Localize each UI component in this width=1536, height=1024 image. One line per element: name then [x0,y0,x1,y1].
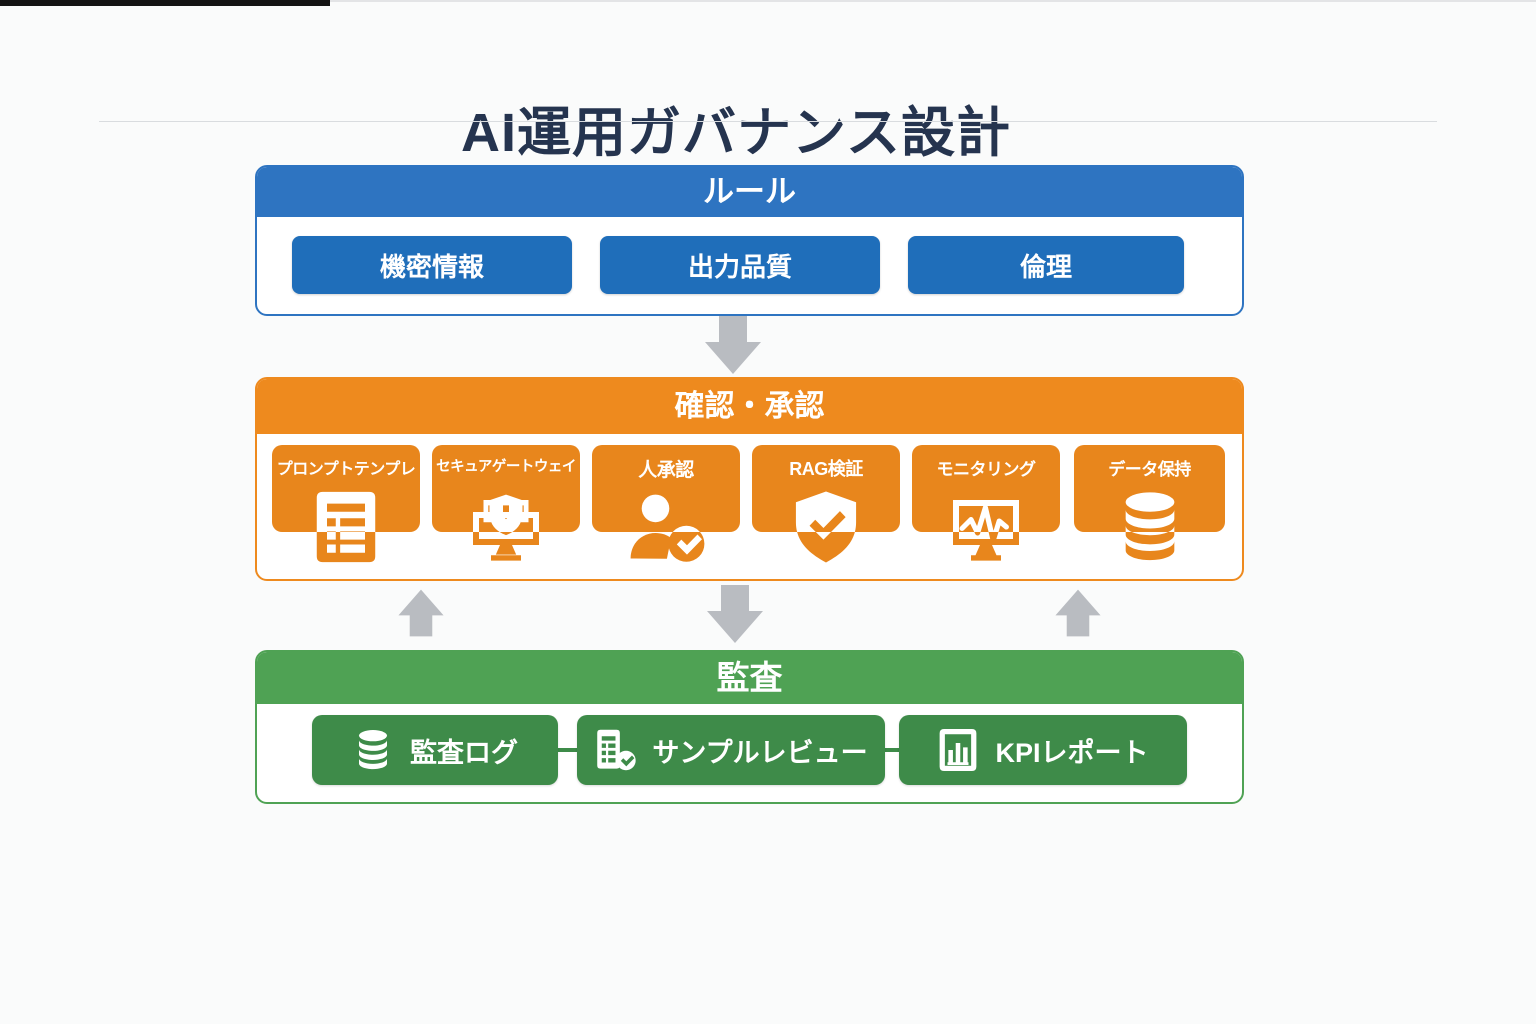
rule-item-label: 出力品質 [687,251,792,282]
rule-item-ethics: 倫理 [908,236,1184,294]
approval-node-label: プロンプトテンプレ [276,461,416,478]
user-check-icon [627,489,705,565]
audit-connector [558,748,577,752]
audit-section-header: 監査 [257,652,1242,704]
page-title: AI運用ガバナンス設計 [461,103,1011,164]
audit-item-audit-log: 監査ログ [312,715,558,785]
audit-item-sample-review: サンプルレビュー [577,715,885,785]
approval-node-label: 人承認 [638,460,694,481]
audit-item-label: サンプルレビュー [652,737,868,768]
rule-item-label: 倫理 [1019,251,1072,282]
document-check-icon [594,727,636,773]
audit-connector [885,748,899,752]
secure-gateway-icon [467,489,545,565]
approval-node-label: セキュアゲートウェイ [436,459,576,475]
approval-node-label: モニタリング [936,460,1037,479]
bar-chart-icon [937,727,979,773]
top-edge-artifact [0,0,330,6]
approval-section-header: 確認・承認 [257,379,1242,434]
approval-node-human-approval: 人承認 [592,445,740,532]
audit-item-kpi-report: KPIレポート [899,715,1187,785]
approval-node-prompt-template: プロンプトテンプレ [272,445,420,532]
rules-section: ルール 機密情報 出力品質 倫理 [255,165,1244,316]
arrow-up-icon [1049,586,1107,640]
audit-item-label: 監査ログ [410,737,518,768]
rule-item-label: 機密情報 [379,251,484,282]
rule-item-output-quality: 出力品質 [600,236,880,294]
database-icon [1111,489,1189,565]
approval-node-data-retention: データ保持 [1074,445,1225,532]
arrow-down-icon [697,316,769,374]
approval-node-rag-verification: RAG検証 [752,445,900,532]
title-divider [99,121,1437,122]
arrow-down-icon [699,585,771,643]
arrow-up-icon [392,586,450,640]
audit-item-label: KPIレポート [995,737,1149,768]
shield-check-icon [787,489,865,565]
top-edge-line [330,0,1536,2]
audit-section: 監査 監査ログ サンプルレビュー KPIレポート [255,650,1244,804]
monitoring-icon [947,489,1025,565]
document-template-icon [307,489,385,565]
approval-node-label: データ保持 [1108,460,1191,479]
approval-node-monitoring: モニタリング [912,445,1060,532]
rule-item-confidential-info: 機密情報 [292,236,572,294]
database-icon [352,727,394,773]
approval-node-label: RAG検証 [789,459,863,479]
rules-section-header: ルール [257,167,1242,217]
approval-node-secure-gateway: セキュアゲートウェイ [432,445,580,532]
approval-section: 確認・承認 プロンプトテンプレ セキュアゲートウェイ 人承認 RAG検証 [255,377,1244,581]
